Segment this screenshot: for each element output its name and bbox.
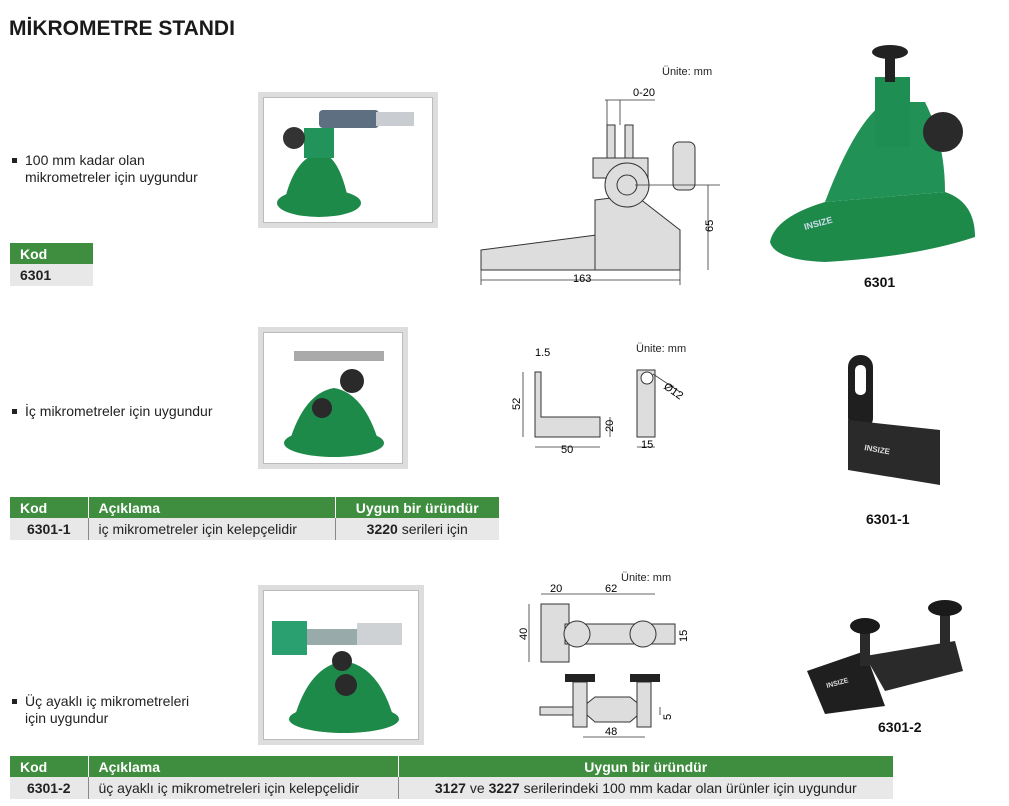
unit-label: Ünite: mm [636,343,687,355]
usage-photo-6301-1 [258,327,408,469]
dim-20: 20 [604,420,616,432]
cell-code: 6301 [10,264,93,286]
col-header-code: Kod [10,243,93,264]
dim-20: 20 [550,583,562,595]
usage-photo-6301 [258,92,438,228]
dim-15: 15 [641,439,653,451]
product-label-6301-2: 6301-2 [878,719,922,735]
page-title: MİKROMETRE STANDI [9,17,235,40]
col-header-description: Açıklama [88,756,399,777]
dim-65: 65 [704,220,716,232]
dim-163: 163 [573,273,591,285]
series-number: 3127 [434,780,466,796]
dim-1.5: 1.5 [535,347,550,359]
dim-15: 15 [678,630,690,642]
dimension-drawing-6301-1: 1.5 52 20 50 Ø12 15 [511,347,685,454]
unit-label: Ünite: mm [621,572,672,584]
dim-5: 5 [662,714,674,720]
col-header-code: Kod [10,497,89,518]
product-image-6301-1: INSIZE [848,355,940,485]
dim-0-20: 0-20 [633,87,655,99]
cell-code: 6301-1 [10,518,89,540]
dim-62: 62 [605,583,617,595]
product-image-6301: INSIZE [770,45,975,262]
series-number: 3220 [366,521,398,537]
col-header-compatible: Uygun bir üründür [398,756,893,777]
feature-bullet: Üç ayaklı iç mikrometreleri için uygundu… [11,693,190,727]
dim-48: 48 [605,726,617,738]
table-row: 6301-1 iç mikrometreler için kelepçelidi… [10,518,499,540]
dim-52: 52 [511,398,523,410]
table-row: 6301-2 üç ayaklı iç mikrometreleri için … [10,777,893,799]
usage-photo-6301-2 [258,585,424,745]
bullet-line: Üç ayaklı iç mikrometreleri [25,693,190,709]
product-label-6301: 6301 [864,274,896,290]
dimension-drawing-6301: 0-20 65 163 [480,87,720,285]
dim-diameter-12: Ø12 [661,381,685,403]
bullet-line: için uygundur [25,710,109,726]
series-text: ve [465,780,489,796]
stand-with-inner-micrometer-image [284,351,384,457]
col-header-compatible: Uygun bir üründür [335,497,499,518]
cell-description: iç mikrometreler için kelepçelidir [88,518,336,540]
dimension-drawing-6301-2: 20 62 40 15 5 48 [518,583,690,738]
bullet-line: 100 mm kadar olan [25,152,145,168]
stand-with-micrometer-image [277,110,414,217]
series-text: serilerindeki 100 mm kadar olan ürünler … [519,780,857,796]
stand-with-three-point-micrometer-image [272,621,402,733]
dim-50: 50 [561,444,573,454]
col-header-code: Kod [10,756,89,777]
product-image-6301-2: INSIZE [807,600,963,714]
bullet-line: mikrometreler için uygundur [25,169,198,185]
code-table-6301-1: Kod Açıklama Uygun bir üründür 6301-1 iç… [10,497,499,540]
dim-40: 40 [518,628,530,640]
cell-description: üç ayaklı iç mikrometreleri için kelepçe… [88,777,399,799]
series-number: 3227 [488,780,520,796]
col-header-description: Açıklama [88,497,336,518]
code-table-6301-2: Kod Açıklama Uygun bir üründür 6301-2 üç… [10,756,893,799]
cell-code: 6301-2 [10,777,89,799]
cell-compatible: 3127 ve 3227 serilerindeki 100 mm kadar … [398,777,893,799]
feature-bullet: İç mikrometreler için uygundur [12,403,213,420]
code-table-6301: Kod 6301 [10,243,93,286]
bullet-line: İç mikrometreler için uygundur [25,403,213,419]
cell-compatible: 3220 serileri için [335,518,499,540]
series-text: serileri için [397,521,468,537]
unit-label: Ünite: mm [662,66,713,78]
product-label-6301-1: 6301-1 [866,511,910,527]
feature-bullet: 100 mm kadar olan mikrometreler için uyg… [12,152,198,186]
